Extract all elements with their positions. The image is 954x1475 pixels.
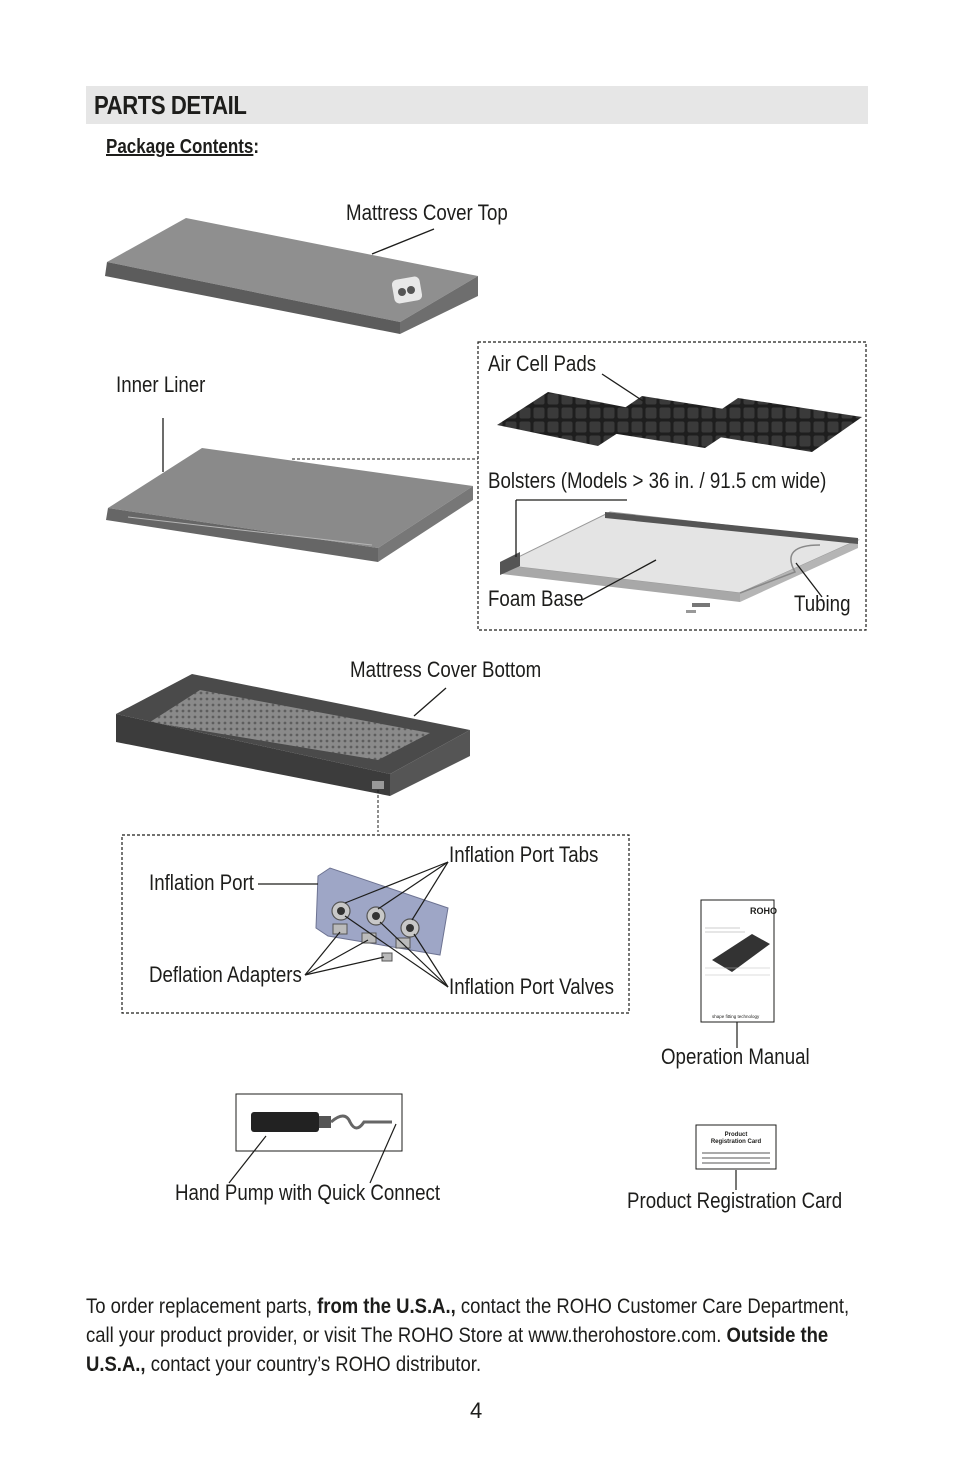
manual-brand: ROHO: [750, 906, 777, 916]
package-contents-heading-text: Package Contents: [106, 136, 254, 158]
label-bolsters: Bolsters (Models > 36 in. / 91.5 cm wide…: [488, 468, 827, 493]
footer-text: To order replacement parts,: [86, 1295, 318, 1318]
label-tubing: Tubing: [794, 591, 851, 616]
inflation-port-image: [258, 861, 449, 988]
inflation-port-box: [121, 834, 630, 1014]
air-cell-pads-image: [497, 373, 862, 452]
footer-line-3: U.S.A., contact your country’s ROHO dist…: [86, 1350, 790, 1379]
label-operation-manual: Operation Manual: [661, 1044, 810, 1069]
manual-footer: shape fitting technology: [712, 1014, 760, 1019]
footer-line-1: To order replacement parts, from the U.S…: [86, 1292, 849, 1321]
mattress-cover-top-image: [105, 218, 478, 334]
label-mattress-cover-top: Mattress Cover Top: [346, 200, 508, 225]
registration-card-line1: Product: [725, 1132, 748, 1138]
registration-card-image: [695, 1124, 777, 1190]
label-inflation-port: Inflation Port: [149, 870, 254, 895]
mattress-cover-bottom-image: [116, 674, 470, 832]
footer-bold-usa-2: U.S.A.,: [86, 1353, 146, 1376]
footer-bold-usa: from the U.S.A.,: [317, 1295, 456, 1318]
air-cell-foam-box: [477, 341, 867, 631]
footer-bold-outside: Outside the: [726, 1324, 829, 1347]
label-mattress-cover-bottom: Mattress Cover Bottom: [350, 657, 542, 682]
footer-text: contact the ROHO Customer Care Departmen…: [455, 1295, 850, 1318]
package-contents-heading-colon: :: [253, 136, 260, 158]
label-hand-pump: Hand Pump with Quick Connect: [175, 1180, 441, 1205]
foam-base-image: [500, 499, 860, 613]
inner-liner-image: [106, 418, 478, 562]
replacement-parts-paragraph: To order replacement parts, from the U.S…: [86, 1292, 886, 1379]
label-inflation-port-valves: Inflation Port Valves: [449, 974, 614, 999]
page-number: 4: [470, 1398, 483, 1423]
operation-manual-image: [700, 899, 775, 1048]
hand-pump-image: [228, 1093, 403, 1184]
label-inner-liner: Inner Liner: [116, 372, 206, 397]
label-air-cell-pads: Air Cell Pads: [488, 351, 597, 376]
label-inflation-port-tabs: Inflation Port Tabs: [449, 842, 599, 867]
registration-card-line2: Registration Card: [711, 1139, 762, 1145]
package-contents-heading: Package Contents:: [106, 136, 259, 159]
label-deflation-adapters: Deflation Adapters: [149, 962, 302, 987]
label-product-registration-card: Product Registration Card: [627, 1188, 843, 1213]
section-header-bar: PARTS DETAIL: [86, 86, 868, 124]
footer-text: contact your country’s ROHO distributor.: [145, 1353, 482, 1376]
label-foam-base: Foam Base: [488, 586, 584, 611]
footer-line-2: call your product provider, or visit The…: [86, 1321, 828, 1350]
footer-text: call your product provider, or visit The…: [86, 1324, 727, 1347]
page-title: PARTS DETAIL: [94, 90, 247, 120]
